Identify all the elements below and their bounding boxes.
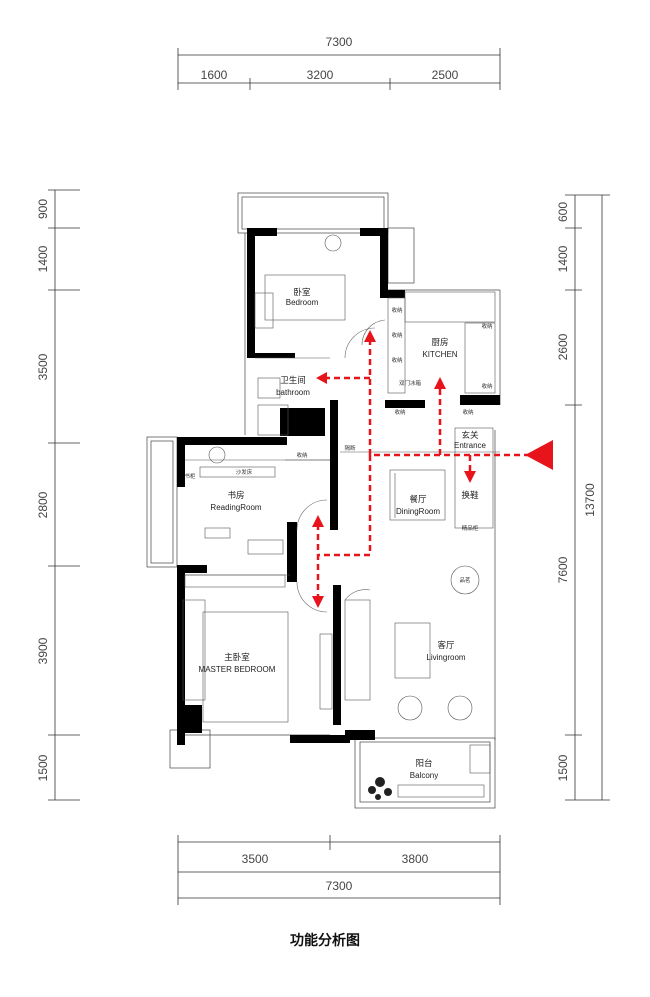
arrow-up-icon [312,515,324,527]
room-label-living-en: Livingroom [426,653,465,662]
arrow-up-icon [434,377,446,389]
dim-bottom-total: 7300 [326,879,353,893]
furniture-label: 收纳 [391,306,403,314]
entrance-marker-icon [525,440,553,470]
interior-lines [182,234,500,798]
room-label-master-en: MASTER BEDROOM [199,665,276,674]
room-label-study-en: ReadingRoom [210,503,261,512]
room-label-bathroom-en: bathroom [276,388,310,397]
walls [177,228,500,745]
bottom-dimensions [177,835,501,905]
furniture-label: 收纳 [481,382,493,390]
dim-top-part: 1600 [201,68,228,82]
dim-left: 1400 [36,245,50,272]
dim-left: 2800 [36,491,50,518]
dim-right-total: 13700 [583,483,597,517]
dim-right: 7600 [556,556,570,583]
room-label-bedroom-en: Bedroom [286,298,319,307]
room-label-master: 主卧室 [224,652,250,663]
room-label-entrance-en: Entrance [454,441,487,450]
room-label-dining-en: DiningRoom [396,507,440,516]
furniture-label: 收纳 [394,408,406,416]
arrowheads [312,330,476,608]
diagram-caption: 功能分析图 [290,933,360,949]
arrow-down-icon [464,471,476,483]
dim-bottom-part: 3500 [242,852,269,866]
dim-right: 1500 [556,754,570,781]
room-label-dining: 餐厅 [409,495,427,505]
furniture-label: 收纳 [462,408,474,416]
furniture-label: 沙发床 [236,468,253,476]
furniture-label: 隔断 [344,444,356,452]
dim-left: 1500 [36,754,50,781]
dim-right: 600 [556,202,570,222]
left-dimensions [48,189,80,801]
dim-left: 3500 [36,353,50,380]
room-label-balcony-en: Balcony [410,771,438,780]
room-label-shoes: 换鞋 [461,490,479,501]
plant-icon [368,777,392,800]
doors [296,319,386,613]
dim-left: 3900 [36,637,50,664]
furniture-label: 品茗 [459,576,471,584]
room-label-kitchen: 厨房 [431,337,448,348]
dim-top-part: 2500 [432,68,459,82]
dim-right: 2600 [556,333,570,360]
right-dimensions [565,194,610,801]
dim-top-total: 7300 [326,35,353,49]
dim-left: 900 [36,199,50,219]
furniture-label: 双门冰箱 [399,379,422,387]
room-label-balcony: 阳台 [415,758,432,769]
circulation-paths [316,340,530,600]
room-label-entrance: 玄关 [461,430,479,441]
room-label-bathroom: 卫生间 [280,375,306,386]
furniture-label: 书柜 [184,472,196,480]
room-label-living: 客厅 [437,640,455,651]
room-label-bedroom: 卧室 [293,287,311,298]
room-label-study: 书房 [227,490,244,501]
dim-top-part: 3200 [307,68,334,82]
furniture-label: 精品柜 [462,524,479,532]
furniture-label: 收纳 [296,451,308,459]
dim-right: 1400 [556,245,570,272]
furniture-label: 收纳 [481,322,493,330]
dim-bottom-part: 3800 [402,852,429,866]
arrow-left-icon [316,372,327,384]
room-label-kitchen-en: KITCHEN [422,350,457,359]
arrow-up-icon [364,330,376,342]
arrow-down-icon [312,596,324,608]
furniture-label: 收纳 [391,331,403,339]
top-dimensions [177,48,501,90]
furniture-label: 收纳 [391,356,403,364]
